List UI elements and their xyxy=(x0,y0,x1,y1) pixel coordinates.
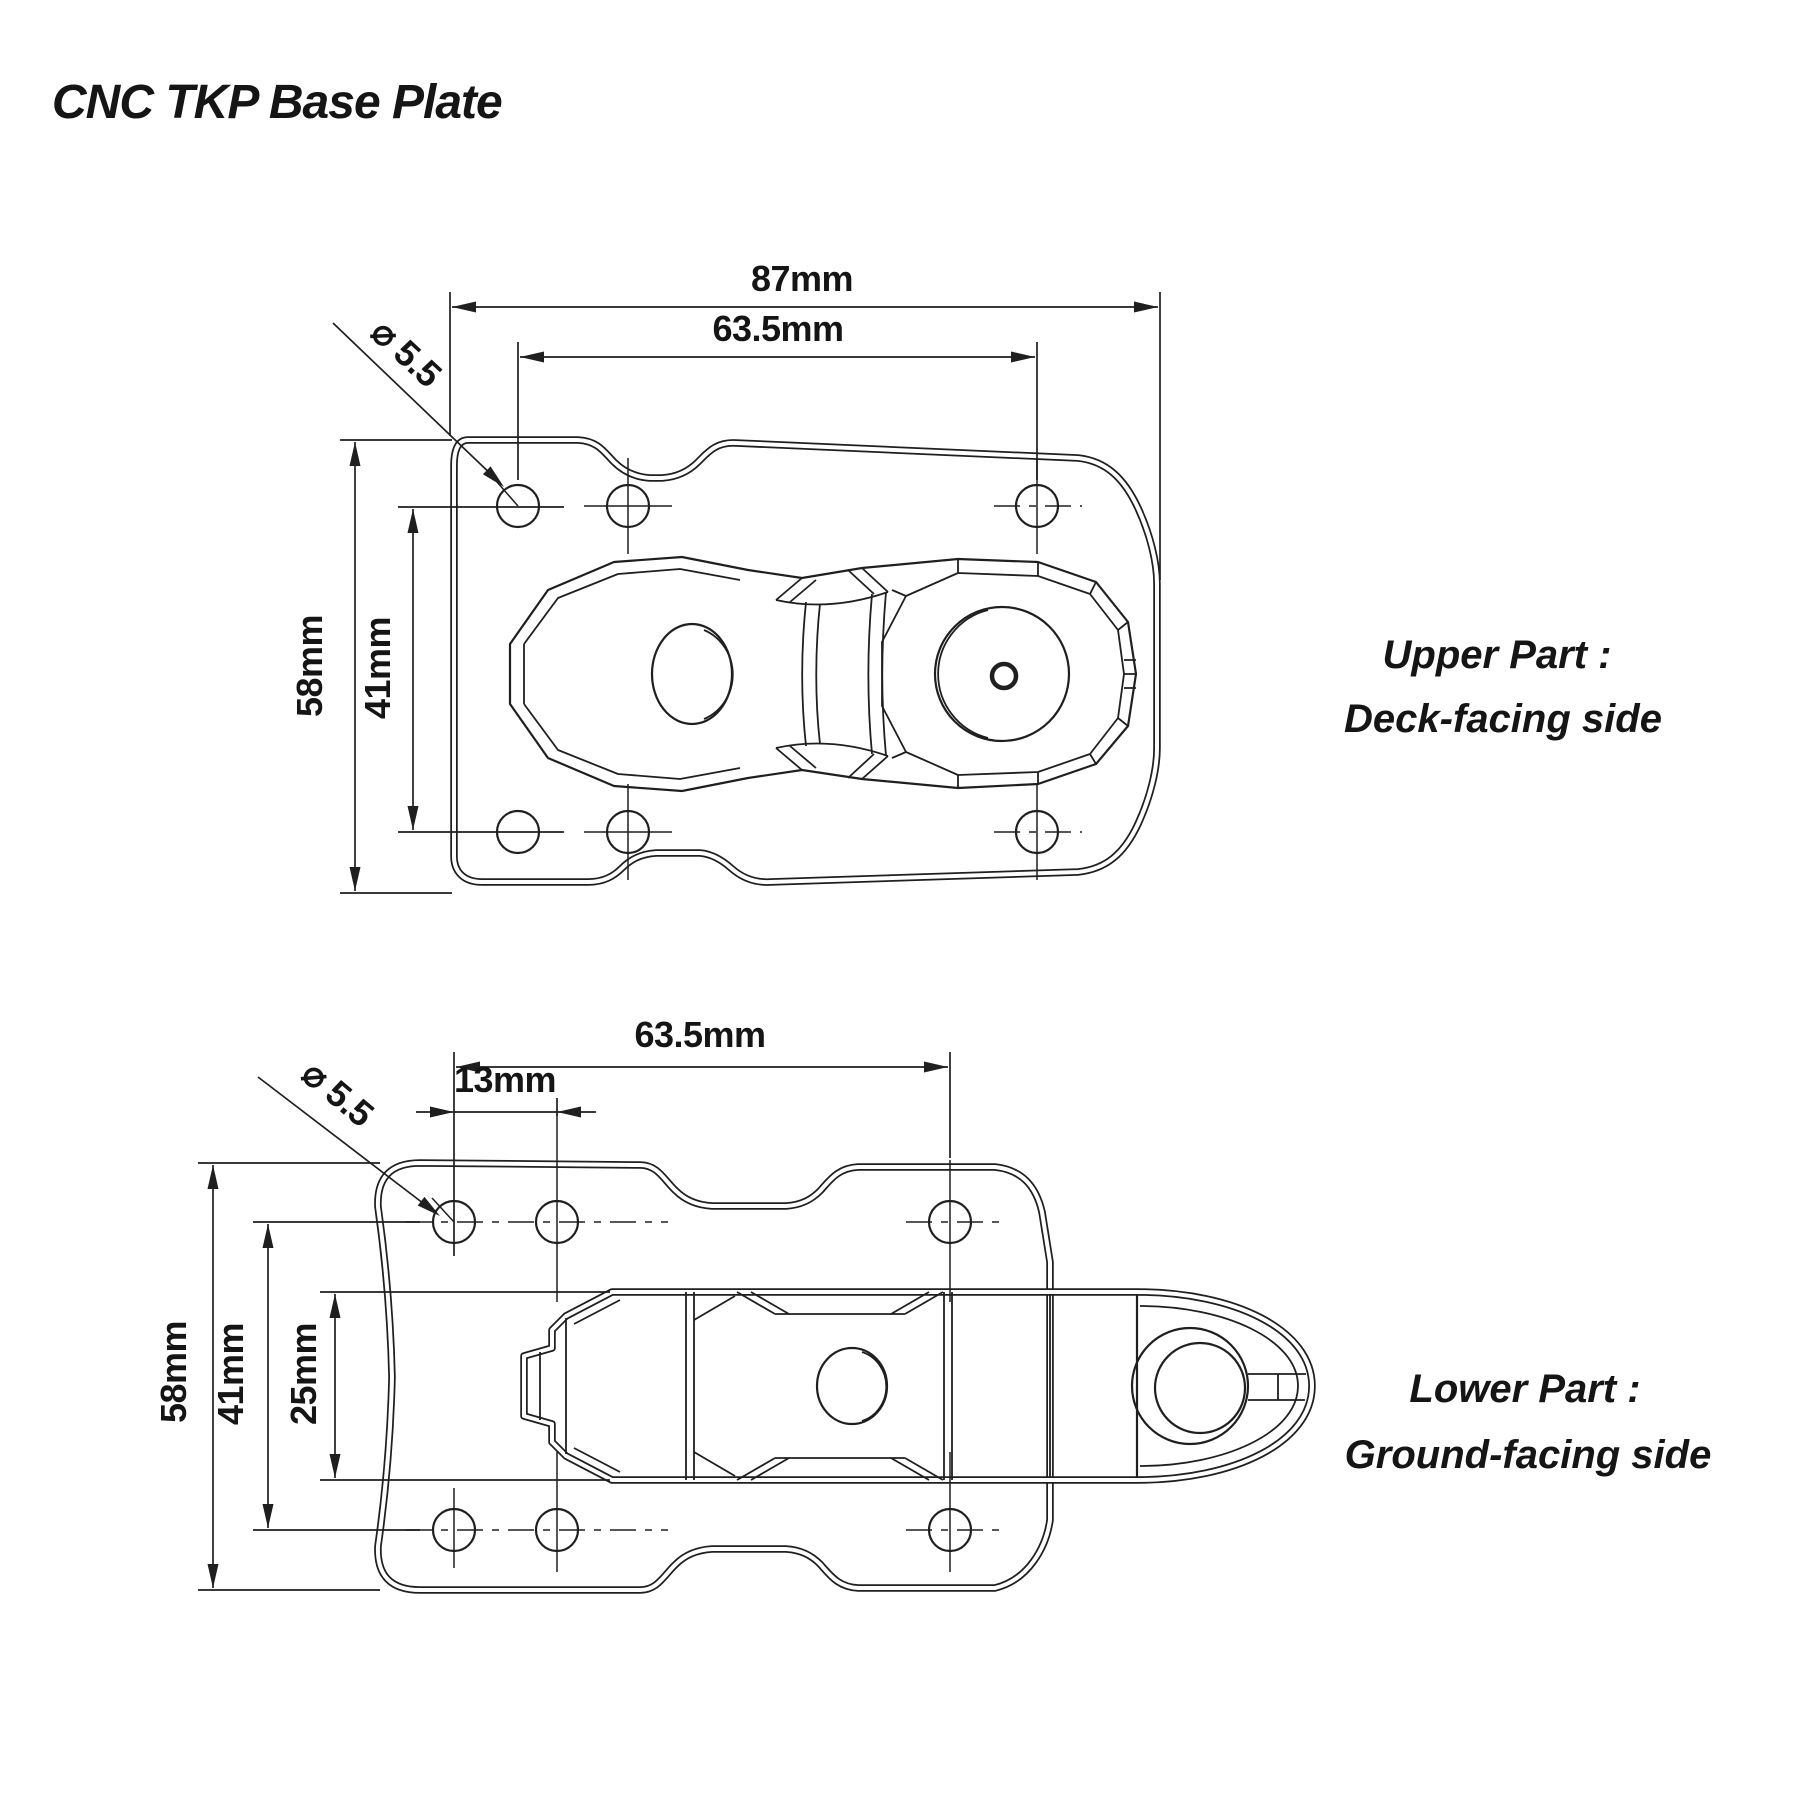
lower-hanger-beam xyxy=(520,1288,1316,1484)
lower-mounting-holes xyxy=(406,1114,1002,1572)
upper-view-label-line1: Upper Part : xyxy=(1383,633,1612,677)
lower-dimensions: 63.5mm 13mm 58mm 41mm 25mm ⌀ 5.5 xyxy=(153,1014,951,1591)
upper-view-label-line2: Deck-facing side xyxy=(1344,697,1662,741)
lower-dim-overall-height: 58mm xyxy=(153,1321,194,1423)
page-title: CNC TKP Base Plate xyxy=(52,76,502,129)
lower-view: 63.5mm 13mm 58mm 41mm 25mm ⌀ 5.5 xyxy=(153,1014,1712,1594)
lower-view-label-line2: Ground-facing side xyxy=(1345,1433,1712,1477)
upper-truck-mount xyxy=(508,555,1138,793)
lower-dim-hole-spacing-y: 41mm xyxy=(210,1323,251,1425)
lower-dim-hole-diameter: ⌀ 5.5 xyxy=(295,1052,382,1135)
upper-dim-overall-height: 58mm xyxy=(289,615,330,717)
lower-dim-hole-spacing-x: 63.5mm xyxy=(634,1014,765,1055)
upper-dim-hole-diameter: ⌀ 5.5 xyxy=(364,311,450,395)
upper-dim-hole-spacing-y: 41mm xyxy=(357,617,398,719)
lower-plate-outline xyxy=(374,1159,1054,1594)
lower-dim-beam-width: 25mm xyxy=(283,1323,324,1425)
lower-view-label-line1: Lower Part : xyxy=(1409,1367,1640,1411)
upper-dim-overall-width: 87mm xyxy=(751,258,853,299)
upper-plate-outline xyxy=(450,436,1161,886)
upper-dim-hole-spacing-x: 63.5mm xyxy=(712,308,843,349)
upper-view: 87mm 63.5mm 58mm 41mm ⌀ 5.5 Upper Part :… xyxy=(289,258,1662,894)
upper-mounting-holes xyxy=(495,458,1082,880)
lower-dim-hole-offset-x: 13mm xyxy=(454,1059,556,1100)
